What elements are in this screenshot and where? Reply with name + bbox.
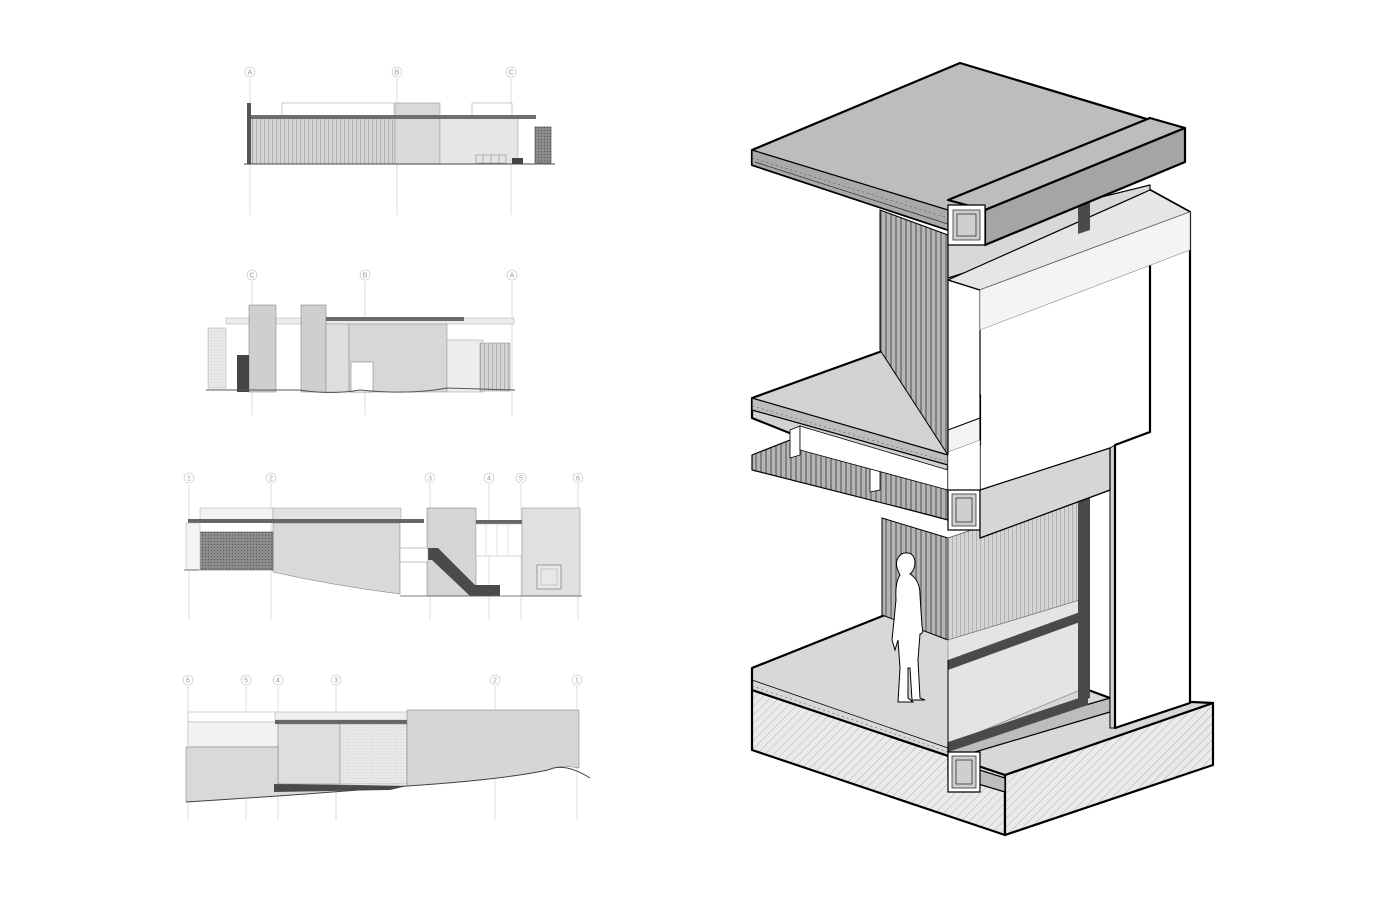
axis-label: B	[395, 70, 400, 77]
axis-label: 1	[187, 476, 191, 483]
axis-label: 2	[269, 476, 273, 483]
axis-label: 4	[487, 476, 491, 483]
axis-label: 4	[276, 678, 280, 685]
axis-a: A	[506, 269, 518, 415]
axis-label: 6	[576, 476, 580, 483]
ground-floor-glazing	[947, 490, 1090, 752]
elevation-4: 6 5 4 3 2 1	[182, 674, 591, 820]
axis-label: 5	[244, 678, 248, 685]
axis-label: 6	[186, 678, 190, 685]
human-silhouette-icon	[891, 552, 926, 703]
axis-label: 2	[493, 678, 497, 685]
roof-beam	[946, 116, 1187, 247]
elevation-3: 1 2 3 4 5 6	[183, 472, 584, 620]
axis-label: A	[248, 70, 253, 77]
axis-label: C	[249, 273, 254, 280]
axis-label: 3	[334, 678, 338, 685]
axis-label: 5	[519, 476, 523, 483]
axis-label: C	[508, 70, 513, 77]
mid-beam	[947, 447, 1111, 539]
axis-label: 1	[575, 678, 579, 685]
elevation-2: C B A	[206, 269, 518, 415]
axonometric-section	[750, 61, 1215, 837]
axis-label: 3	[428, 476, 432, 483]
ground-beam	[947, 751, 981, 793]
upper-room	[879, 184, 1191, 501]
axis-label: A	[510, 273, 515, 280]
axis-label: B	[363, 273, 368, 280]
elevation-1: A B C	[244, 66, 555, 215]
